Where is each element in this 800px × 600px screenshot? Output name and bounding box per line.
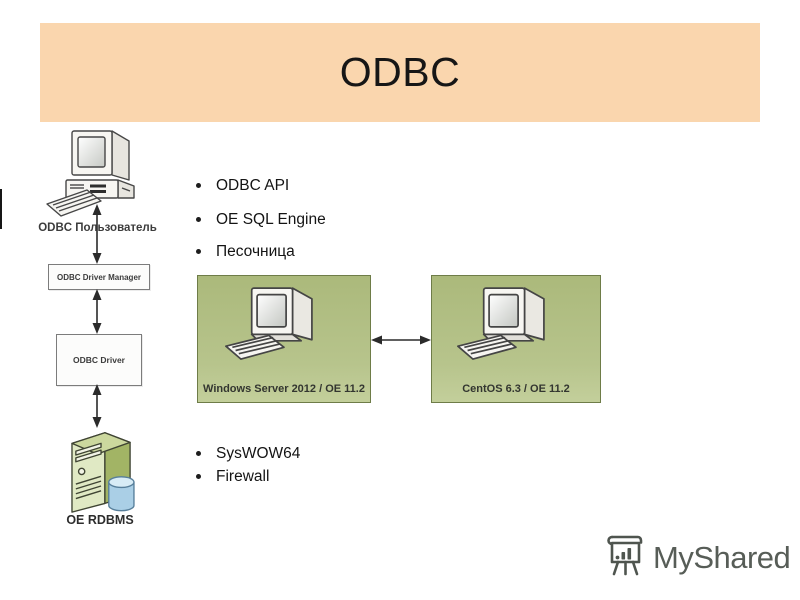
left-edge-line xyxy=(0,189,2,229)
bullet-dot xyxy=(196,217,201,222)
bullet-odbc-api: ODBC API xyxy=(196,176,289,195)
monitor-keyboard-icon xyxy=(221,286,329,377)
bullet-text: Песочница xyxy=(216,243,295,260)
myshared-logo-text: MyShared xyxy=(653,539,791,575)
centos-server-label: CentOS 6.3 / OE 11.2 xyxy=(462,383,570,395)
bullet-dot xyxy=(196,249,201,254)
bullet-text: ODBC API xyxy=(216,177,290,194)
bullet-dot xyxy=(196,183,201,188)
flipchart-icon xyxy=(601,531,647,584)
odbc-driver-manager-label: ODBC Driver Manager xyxy=(56,272,142,282)
monitor-keyboard-icon xyxy=(453,286,561,377)
odbc-driver-box: ODBC Driver xyxy=(56,334,142,386)
slide-header: ODBC xyxy=(40,23,760,122)
arrow-driver-rdbms xyxy=(90,384,104,428)
database-server-icon xyxy=(57,424,147,516)
bullet-dot xyxy=(196,474,201,479)
rdbms-label: OE RDBMS xyxy=(66,513,134,527)
user-label: ODBC Пользователь xyxy=(38,222,157,234)
bullet-text: OE SQL Engine xyxy=(216,211,326,228)
myshared-logo[interactable]: MyShared xyxy=(601,531,791,584)
arrow-manager-driver xyxy=(90,289,104,334)
windows-server-box: Windows Server 2012 / OE 11.2 xyxy=(197,275,371,403)
windows-server-label: Windows Server 2012 / OE 11.2 xyxy=(203,383,365,395)
odbc-driver-manager-box: ODBC Driver Manager xyxy=(48,264,150,290)
bullet-syswow64: SysWOW64 xyxy=(196,444,300,463)
bullet-sandbox: Песочница xyxy=(196,242,295,261)
odbc-driver-label: ODBC Driver xyxy=(73,355,125,365)
page-title: ODBC xyxy=(339,49,461,95)
bullet-firewall: Firewall xyxy=(196,467,269,486)
bullet-text: Firewall xyxy=(216,468,270,485)
bullet-oe-sql-engine: OE SQL Engine xyxy=(196,210,326,229)
bullet-text: SysWOW64 xyxy=(216,445,301,462)
centos-server-box: CentOS 6.3 / OE 11.2 xyxy=(431,275,601,403)
desktop-computer-icon xyxy=(45,128,150,228)
arrow-user-manager xyxy=(90,204,104,264)
bullet-dot xyxy=(196,451,201,456)
database-cylinder xyxy=(108,476,135,512)
arrow-windows-centos xyxy=(370,333,432,347)
